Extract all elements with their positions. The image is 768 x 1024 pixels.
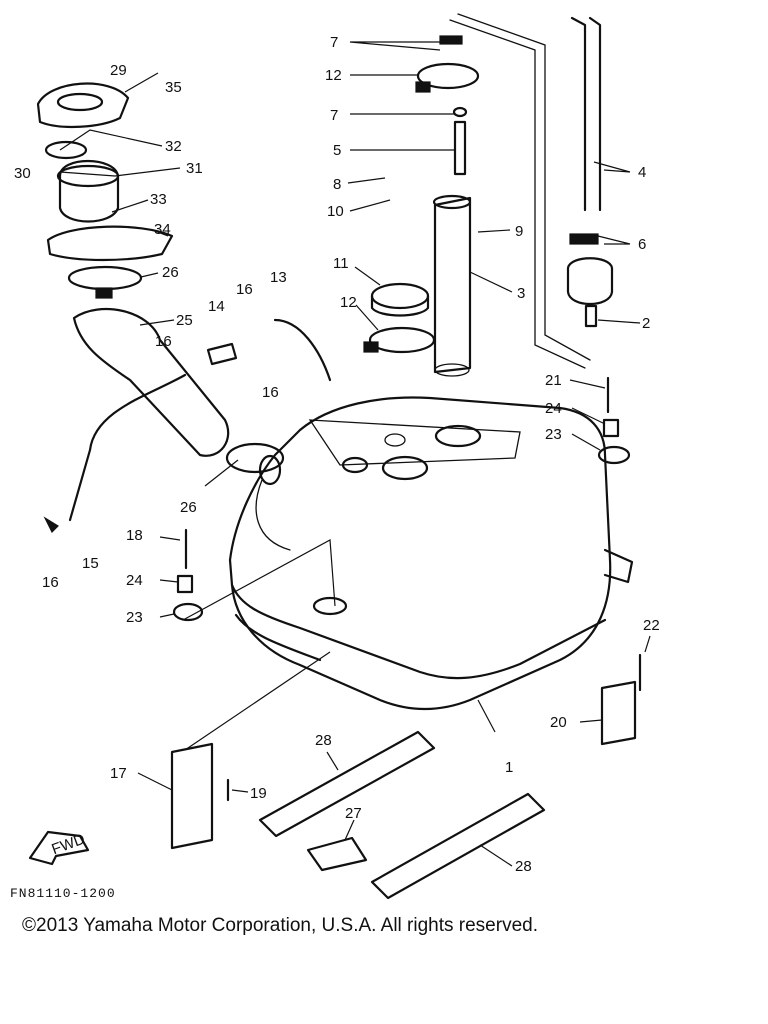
callout-31: 31 xyxy=(186,160,203,177)
callout-25: 25 xyxy=(176,312,193,329)
callout-23b: 23 xyxy=(545,426,562,443)
callout-13: 13 xyxy=(270,269,287,286)
copyright-notice: ©2013 Yamaha Motor Corporation, U.S.A. A… xyxy=(22,915,538,936)
callout-20: 20 xyxy=(550,714,567,731)
mounting-brackets xyxy=(170,376,642,850)
callout-7a: 7 xyxy=(330,34,338,51)
callout-12a: 12 xyxy=(325,67,342,84)
callout-4: 4 xyxy=(638,164,646,181)
figure-code: FN81110-1200 xyxy=(10,886,116,901)
callout-1: 1 xyxy=(505,759,513,776)
callout-11: 11 xyxy=(333,255,349,272)
callout-18: 18 xyxy=(126,527,143,544)
callout-17: 17 xyxy=(110,765,127,782)
callout-22: 22 xyxy=(643,617,660,634)
callout-26a: 26 xyxy=(162,264,179,281)
callout-30: 30 xyxy=(14,165,31,182)
callout-24b: 24 xyxy=(545,400,562,417)
callout-10: 10 xyxy=(327,203,344,220)
callout-26b: 26 xyxy=(180,499,197,516)
callout-23a: 23 xyxy=(126,609,143,626)
callout-16a: 16 xyxy=(236,281,253,298)
leader-lines xyxy=(59,41,651,867)
callout-28a: 28 xyxy=(315,732,332,749)
callout-15: 15 xyxy=(82,555,99,572)
tank-pads xyxy=(258,730,546,900)
callout-5: 5 xyxy=(333,142,341,159)
callout-29: 29 xyxy=(110,62,127,79)
callout-33: 33 xyxy=(150,191,167,208)
callout-6: 6 xyxy=(638,236,646,253)
callout-24a: 24 xyxy=(126,572,143,589)
callout-35: 35 xyxy=(165,79,182,96)
callout-14: 14 xyxy=(208,298,225,315)
callout-16d: 16 xyxy=(42,574,59,591)
callout-16b: 16 xyxy=(155,333,172,350)
callout-labels: 7 12 7 5 8 10 11 12 9 3 4 6 2 29 35 32 3… xyxy=(14,34,660,875)
callout-7b: 7 xyxy=(330,107,338,124)
callout-8: 8 xyxy=(333,176,341,193)
fuel-tank xyxy=(228,396,634,711)
clamps-and-caps xyxy=(363,35,480,354)
breather-hoses xyxy=(43,318,332,534)
callout-16c: 16 xyxy=(262,384,279,401)
callout-9: 9 xyxy=(515,223,523,240)
callout-12b: 12 xyxy=(340,294,357,311)
callout-27: 27 xyxy=(345,805,362,822)
callout-21: 21 xyxy=(545,372,562,389)
callout-2: 2 xyxy=(642,315,650,332)
filler-cap-assembly xyxy=(36,82,285,474)
callout-34: 34 xyxy=(154,221,171,238)
fwd-arrow: FWD xyxy=(28,831,90,866)
callout-32: 32 xyxy=(165,138,182,155)
callout-3: 3 xyxy=(517,285,525,302)
callout-28b: 28 xyxy=(515,858,532,875)
callout-19: 19 xyxy=(250,785,267,802)
fuel-hoses xyxy=(449,13,614,369)
sender-tube xyxy=(432,106,472,377)
